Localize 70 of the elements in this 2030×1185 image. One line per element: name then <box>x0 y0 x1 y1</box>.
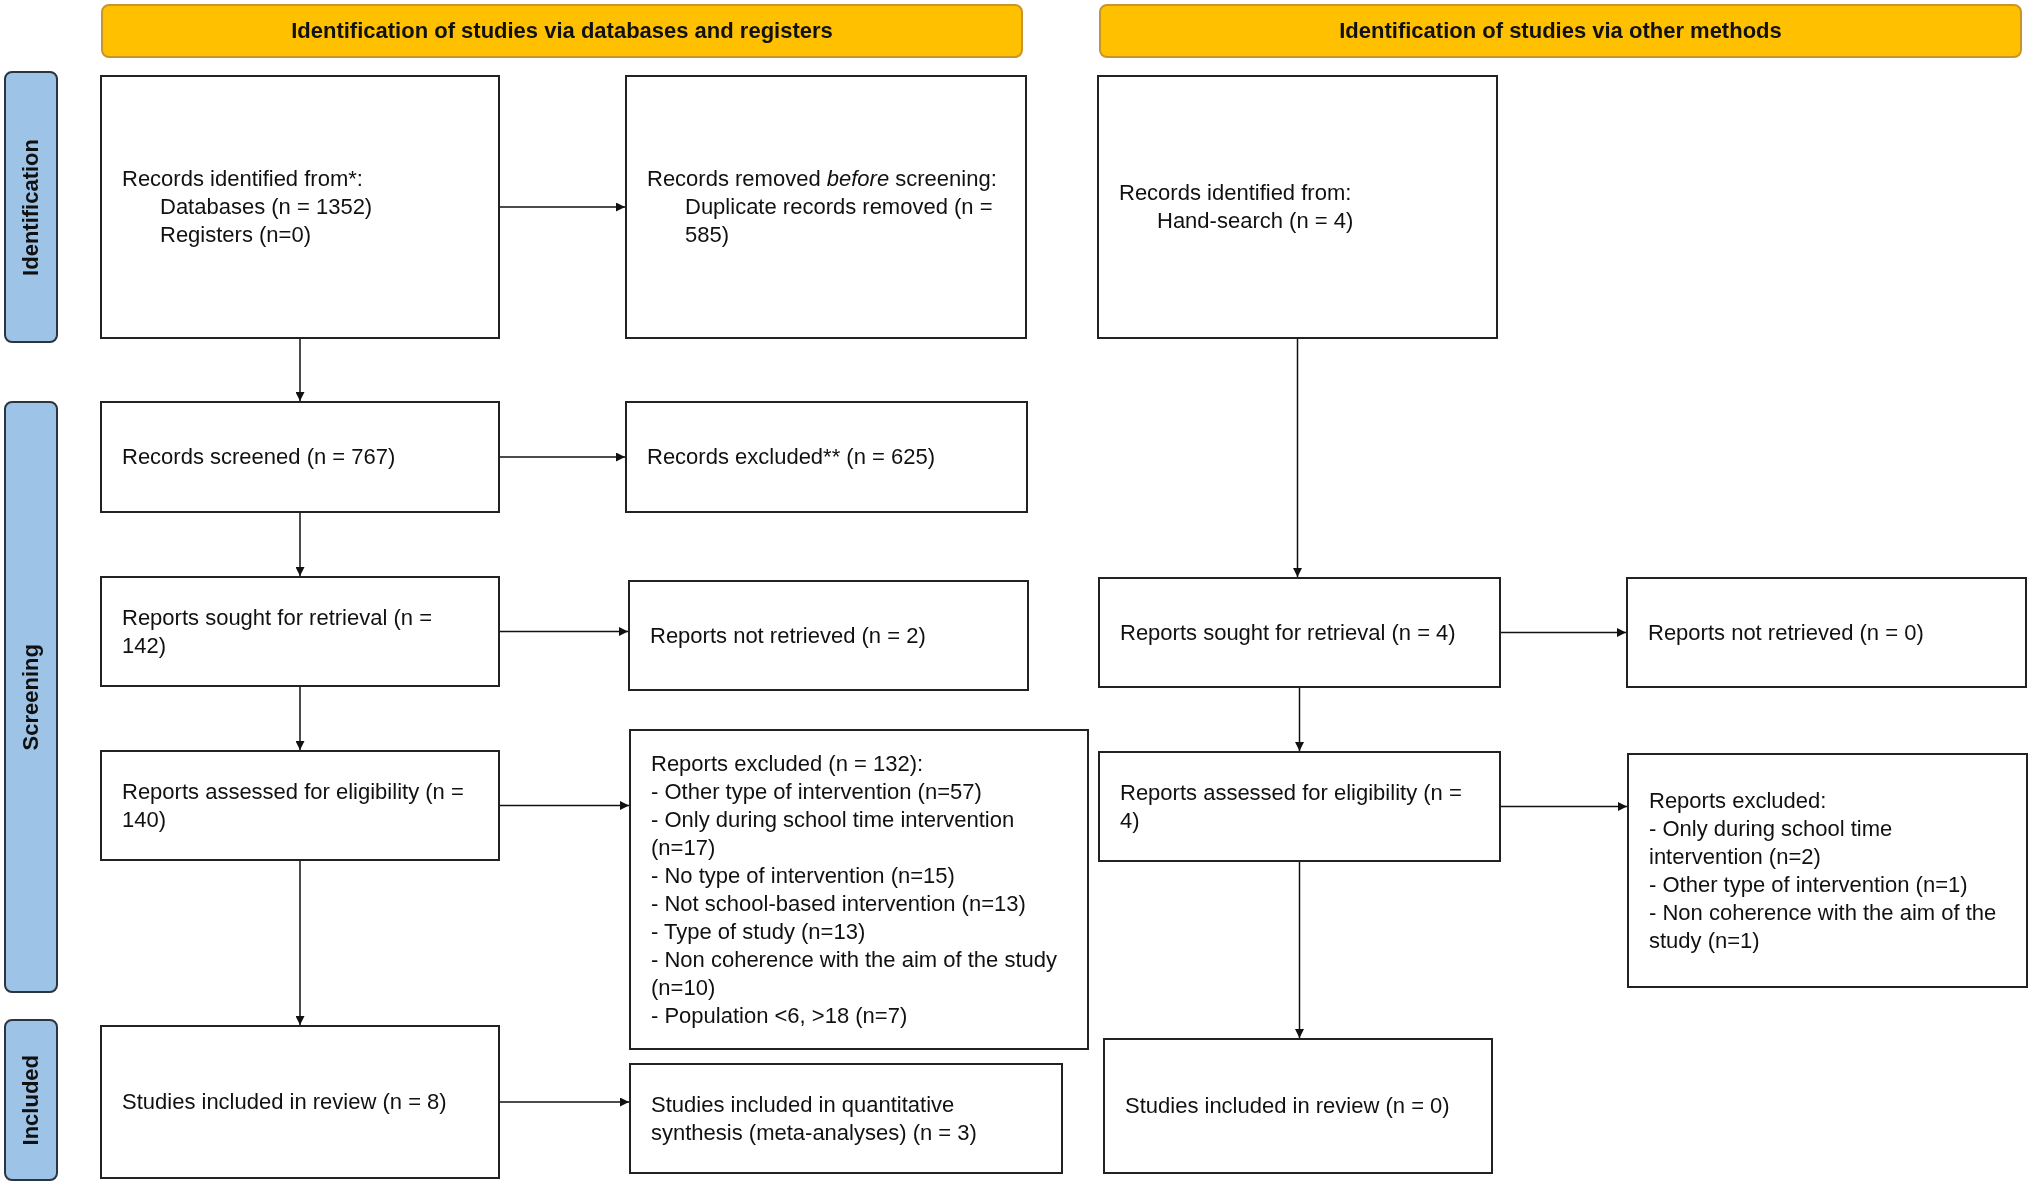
box-text: Studies included in review (n = 8) <box>122 1088 448 1116</box>
box-text: - Non coherence with the aim of the study (n=10) <box>651 945 1058 1002</box>
arrow <box>1293 338 1302 578</box>
box-text: Reports excluded (n = 132): <box>651 749 925 778</box>
process-box <box>629 729 1089 1050</box>
arrow <box>295 686 305 751</box>
process-box <box>100 1025 500 1179</box>
box-text: Registers (n=0) <box>159 221 312 249</box>
arrow <box>1295 687 1304 752</box>
process-box <box>629 1063 1063 1174</box>
box-text: Records identified from: <box>1119 179 1353 207</box>
box-text: - Population <6, >18 (n=7) <box>651 1001 909 1030</box>
box-text: Reports not retrieved (n = 2) <box>650 621 927 650</box>
process-box <box>1103 1038 1493 1174</box>
box-text: Reports assessed for eligibility (n = 4) <box>1120 778 1463 835</box>
section-header <box>1099 4 2022 58</box>
process-box <box>1097 75 1498 339</box>
stage-label: Included <box>18 1054 44 1146</box>
stage-label-bar <box>4 401 58 993</box>
box-text: - Other type of intervention (n=57) <box>651 777 983 806</box>
box-text: Databases (n = 1352) <box>159 193 374 221</box>
process-box <box>625 75 1027 339</box>
process-box <box>1098 577 1501 688</box>
box-text: Records identified from*: <box>122 165 364 193</box>
process-box <box>1098 751 1501 862</box>
section-header <box>101 4 1023 58</box>
stage-label-bar <box>4 71 58 343</box>
box-text: Reports not retrieved (n = 0) <box>1648 618 1925 647</box>
box-text: Studies included in quantitative synthesis (meta-analyses) (n = 3) <box>651 1090 978 1147</box>
arrow <box>499 627 629 636</box>
process-box <box>628 580 1029 691</box>
box-text: - No type of intervention (n=15) <box>651 861 956 890</box>
box-text: - Only during school time intervention (n=17) <box>651 805 1016 862</box>
process-box <box>100 75 500 339</box>
process-box <box>100 576 500 687</box>
box-text: Records excluded** (n = 625) <box>647 443 936 471</box>
box-text: Reports assessed for eligibility (n = 140) <box>122 777 465 834</box>
arrow <box>499 801 630 810</box>
box-text: Reports excluded: <box>1649 786 1828 815</box>
arrow <box>499 202 626 212</box>
header-text: Identification of studies via other methods <box>1339 18 1782 44</box>
box-text: - Other type of intervention (n=1) <box>1649 870 1969 899</box>
box-text: Studies included in review (n = 0) <box>1125 1092 1451 1120</box>
arrow <box>295 512 305 577</box>
arrow <box>1500 802 1628 811</box>
process-box <box>1627 753 2028 988</box>
stage-label: Identification <box>18 138 44 276</box>
arrow <box>295 338 305 402</box>
process-box <box>625 401 1028 513</box>
arrow <box>295 860 305 1026</box>
box-text: - Non coherence with the aim of the study (n=1) <box>1649 898 1998 955</box>
stage-label-bar <box>4 1019 58 1181</box>
box-text: - Type of study (n=13) <box>651 917 867 946</box>
process-box <box>1626 577 2027 688</box>
arrow <box>499 1097 630 1107</box>
arrow <box>499 452 626 462</box>
box-text: Reports sought for retrieval (n = 4) <box>1120 618 1457 647</box>
box-text: Reports sought for retrieval (n = 142) <box>122 603 433 660</box>
box-text: - Only during school time intervention (n=2) <box>1649 814 1894 871</box>
process-box <box>100 401 500 513</box>
box-text: Hand-search (n = 4) <box>1156 207 1355 235</box>
box-text: Records removed before screening: <box>647 165 998 193</box>
stage-label: Screening <box>18 643 44 751</box>
process-box <box>100 750 500 861</box>
box-text: Records screened (n = 767) <box>122 443 397 471</box>
box-text: - Not school-based intervention (n=13) <box>651 889 1027 918</box>
arrow <box>1295 861 1304 1039</box>
box-text: Duplicate records removed (n = 585) <box>684 193 994 249</box>
header-text: Identification of studies via databases and registers <box>291 18 833 44</box>
arrow <box>1500 628 1627 637</box>
